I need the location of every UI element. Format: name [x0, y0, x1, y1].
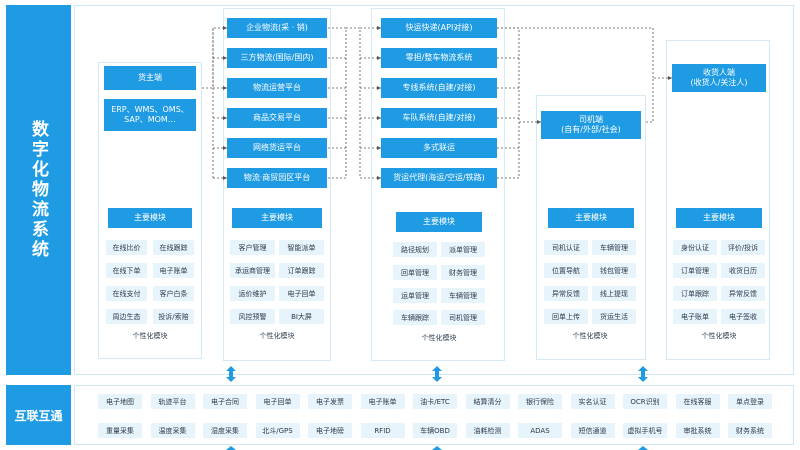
interconnect-item[interactable]: 油卡/ETC [413, 394, 457, 409]
consignee-module[interactable]: 订单管理 [673, 263, 717, 278]
driver-module[interactable]: 司机认证 [544, 240, 588, 255]
shipper-module[interactable]: 在线跟踪 [153, 240, 194, 255]
interconnect-item[interactable]: 湿度采集 [203, 423, 247, 438]
interconnect-item[interactable]: 结算清分 [465, 394, 510, 409]
driver-modules-title: 主要模块 [548, 208, 634, 228]
shipper-module[interactable]: 电子账单 [153, 263, 194, 278]
box-multimodal[interactable]: 多式联运 [381, 138, 497, 158]
interconnect-item[interactable]: 电子回单 [255, 394, 300, 409]
shipper-systems[interactable]: ERP、WMS、OMS、 SAP、MOM… [104, 99, 196, 131]
interconnect-item[interactable]: 温度采集 [150, 423, 195, 438]
driver-module[interactable]: 位置导航 [544, 263, 588, 278]
shipper-module[interactable]: 投诉/索赔 [153, 309, 194, 324]
interconnect-item[interactable]: 油耗检测 [465, 423, 510, 438]
interconnect-item[interactable]: 虚拟手机号 [623, 423, 667, 438]
consignee-module[interactable]: 评价/投诉 [721, 240, 765, 255]
platform-module[interactable]: 运价维护 [230, 286, 275, 301]
carrier-module[interactable]: 路径规划 [393, 242, 437, 257]
side-banner-bottom: 互联互通 [6, 385, 71, 445]
box-line-system[interactable]: 专线系统(自建/对接) [381, 78, 497, 98]
panel-consignee [666, 40, 770, 360]
platform-module[interactable]: 风控预警 [230, 309, 275, 324]
consignee-module[interactable]: 异常反馈 [721, 286, 765, 301]
platform-module[interactable]: 订单跟踪 [279, 263, 324, 278]
interconnect-item[interactable]: 单点登录 [728, 394, 772, 409]
consignee-module[interactable]: 身份认证 [673, 240, 717, 255]
consignee-header[interactable]: 收货人端 (收货人/关注人) [672, 64, 766, 92]
box-trade-platform[interactable]: 商品交易平台 [227, 108, 327, 128]
carrier-module[interactable]: 司机管理 [441, 310, 485, 325]
driver-custom-module[interactable]: 个性化模块 [572, 332, 608, 340]
driver-header[interactable]: 司机端 (自有/外部/社会) [541, 111, 641, 139]
interconnect-item[interactable]: 车辆OBD [413, 423, 457, 438]
driver-module[interactable]: 异常反馈 [544, 286, 588, 301]
consignee-module[interactable]: 电子账单 [673, 309, 717, 324]
carrier-module[interactable]: 运单管理 [393, 288, 437, 303]
carrier-module[interactable]: 派单管理 [441, 242, 485, 257]
interconnect-item[interactable]: 电子账单 [360, 394, 405, 409]
consignee-modules-title: 主要模块 [676, 208, 762, 228]
consignee-custom-module[interactable]: 个性化模块 [701, 332, 737, 340]
box-operation-platform[interactable]: 物流运营平台 [227, 78, 327, 98]
box-forwarding[interactable]: 货运代理(海运/空运/铁路) [381, 168, 497, 188]
carrier-module[interactable]: 回单管理 [393, 265, 437, 280]
shipper-module[interactable]: 在线比价 [106, 240, 147, 255]
driver-module[interactable]: 车辆管理 [592, 240, 636, 255]
interconnect-item[interactable]: 电子合同 [203, 394, 247, 409]
box-ltl-ftl[interactable]: 零担/整车物流系统 [381, 48, 497, 68]
interconnect-item[interactable]: 电子地图 [98, 394, 142, 409]
carrier-module[interactable]: 财务管理 [441, 265, 485, 280]
interconnect-item[interactable]: 重量采集 [98, 423, 142, 438]
interconnect-title: 互联互通 [14, 408, 63, 423]
shipper-module[interactable]: 在线下单 [106, 263, 147, 278]
box-3pl[interactable]: 三方物流(国际/国内) [227, 48, 327, 68]
carrier-custom-module[interactable]: 个性化模块 [421, 334, 457, 342]
carrier-module[interactable]: 车辆跟踪 [393, 310, 437, 325]
interconnect-item[interactable]: 审批系统 [675, 423, 720, 438]
shipper-custom-module[interactable]: 个性化模块 [132, 332, 168, 340]
box-enterprise-logistics[interactable]: 企业物流(采 · 销) [227, 18, 327, 38]
consignee-module[interactable]: 电子签收 [721, 309, 765, 324]
interconnect-item[interactable]: 电子地磅 [308, 423, 352, 438]
interconnect-item[interactable]: 轨迹平台 [150, 394, 195, 409]
interconnect-item[interactable]: 北斗/GPS [255, 423, 300, 438]
shipper-module[interactable]: 在线支付 [106, 286, 147, 301]
shipper-module[interactable]: 客户白条 [153, 286, 194, 301]
shipper-module[interactable]: 周边生态 [106, 309, 147, 324]
platform-module[interactable]: 电子回单 [279, 286, 324, 301]
box-express[interactable]: 快运快递(API对接) [381, 18, 497, 38]
box-freight-platform[interactable]: 网络货运平台 [227, 138, 327, 158]
platform-modules-title: 主要模块 [232, 208, 322, 228]
carrier-module[interactable]: 车辆管理 [441, 288, 485, 303]
driver-module[interactable]: 回单上传 [544, 309, 588, 324]
driver-module[interactable]: 货运生活 [592, 309, 636, 324]
consignee-module[interactable]: 收货日历 [721, 263, 765, 278]
platform-module[interactable]: BI大屏 [279, 309, 324, 324]
box-park-platform[interactable]: 物流·商贸园区平台 [227, 168, 327, 188]
platform-custom-module[interactable]: 个性化模块 [259, 332, 295, 340]
interconnect-item[interactable]: 在线客服 [675, 394, 720, 409]
carrier-modules-title: 主要模块 [396, 212, 482, 232]
driver-module[interactable]: 线上提现 [592, 286, 636, 301]
side-banner-top: 数字化物流系统 [6, 5, 71, 375]
interconnect-item[interactable]: 实名认证 [570, 394, 615, 409]
system-title: 数字化物流系统 [28, 120, 48, 260]
interconnect-item[interactable]: 电子发票 [308, 394, 352, 409]
driver-module[interactable]: 钱包管理 [592, 263, 636, 278]
consignee-module[interactable]: 订单跟踪 [673, 286, 717, 301]
shipper-modules-title: 主要模块 [108, 208, 192, 228]
interconnect-item[interactable]: ADAS [518, 423, 562, 438]
interconnect-item[interactable]: OCR识别 [623, 394, 667, 409]
platform-module[interactable]: 智能派单 [279, 240, 324, 255]
interconnect-item[interactable]: 银行保险 [518, 394, 562, 409]
shipper-header[interactable]: 货主端 [104, 66, 196, 90]
box-fleet-system[interactable]: 车队系统(自建/对接) [381, 108, 497, 128]
interconnect-item[interactable]: 财务系统 [728, 423, 772, 438]
platform-module[interactable]: 客户管理 [230, 240, 275, 255]
interconnect-item[interactable]: 短信通道 [570, 423, 615, 438]
platform-module[interactable]: 承运商管理 [230, 263, 275, 278]
interconnect-item[interactable]: RFID [360, 423, 405, 438]
